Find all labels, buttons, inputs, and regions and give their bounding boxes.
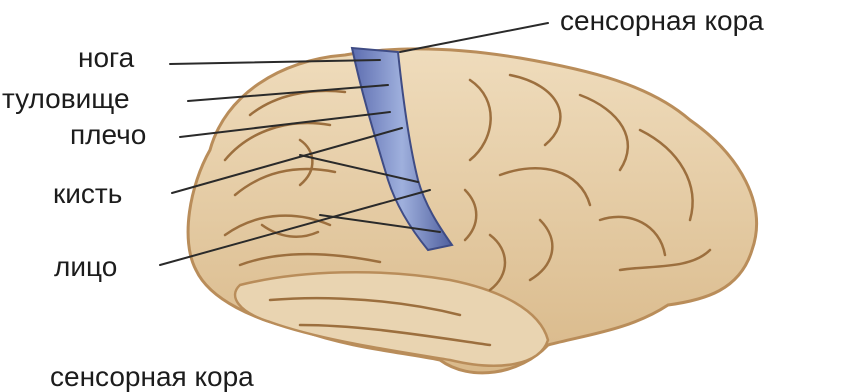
leader-line-sensory-top	[400, 23, 548, 52]
label-face: лицо	[54, 253, 117, 281]
label-sensory-cortex-bottom: сенсорная кора	[50, 363, 254, 391]
label-shoulder: плечо	[70, 121, 146, 149]
label-trunk: туловище	[2, 85, 130, 113]
label-sensory-cortex-top: сенсорная кора	[560, 7, 764, 35]
label-hand: кисть	[53, 180, 122, 208]
label-leg: нога	[78, 44, 134, 72]
